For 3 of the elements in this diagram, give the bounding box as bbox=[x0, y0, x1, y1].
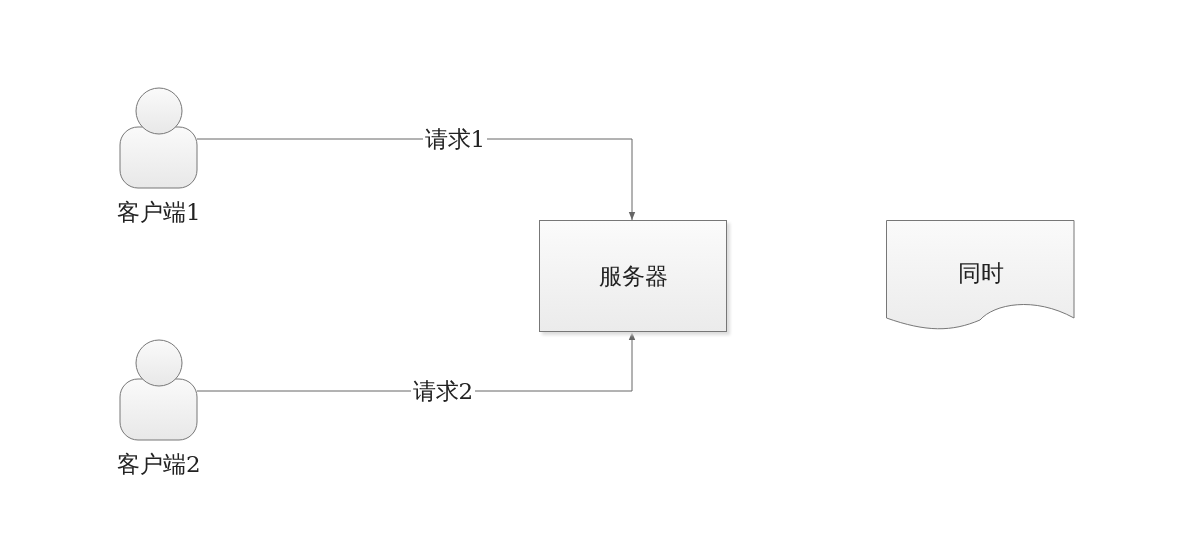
client-label: 客户端1 bbox=[117, 198, 201, 227]
server-box: 服务器 bbox=[539, 220, 727, 332]
client-label: 客户端2 bbox=[117, 450, 201, 479]
